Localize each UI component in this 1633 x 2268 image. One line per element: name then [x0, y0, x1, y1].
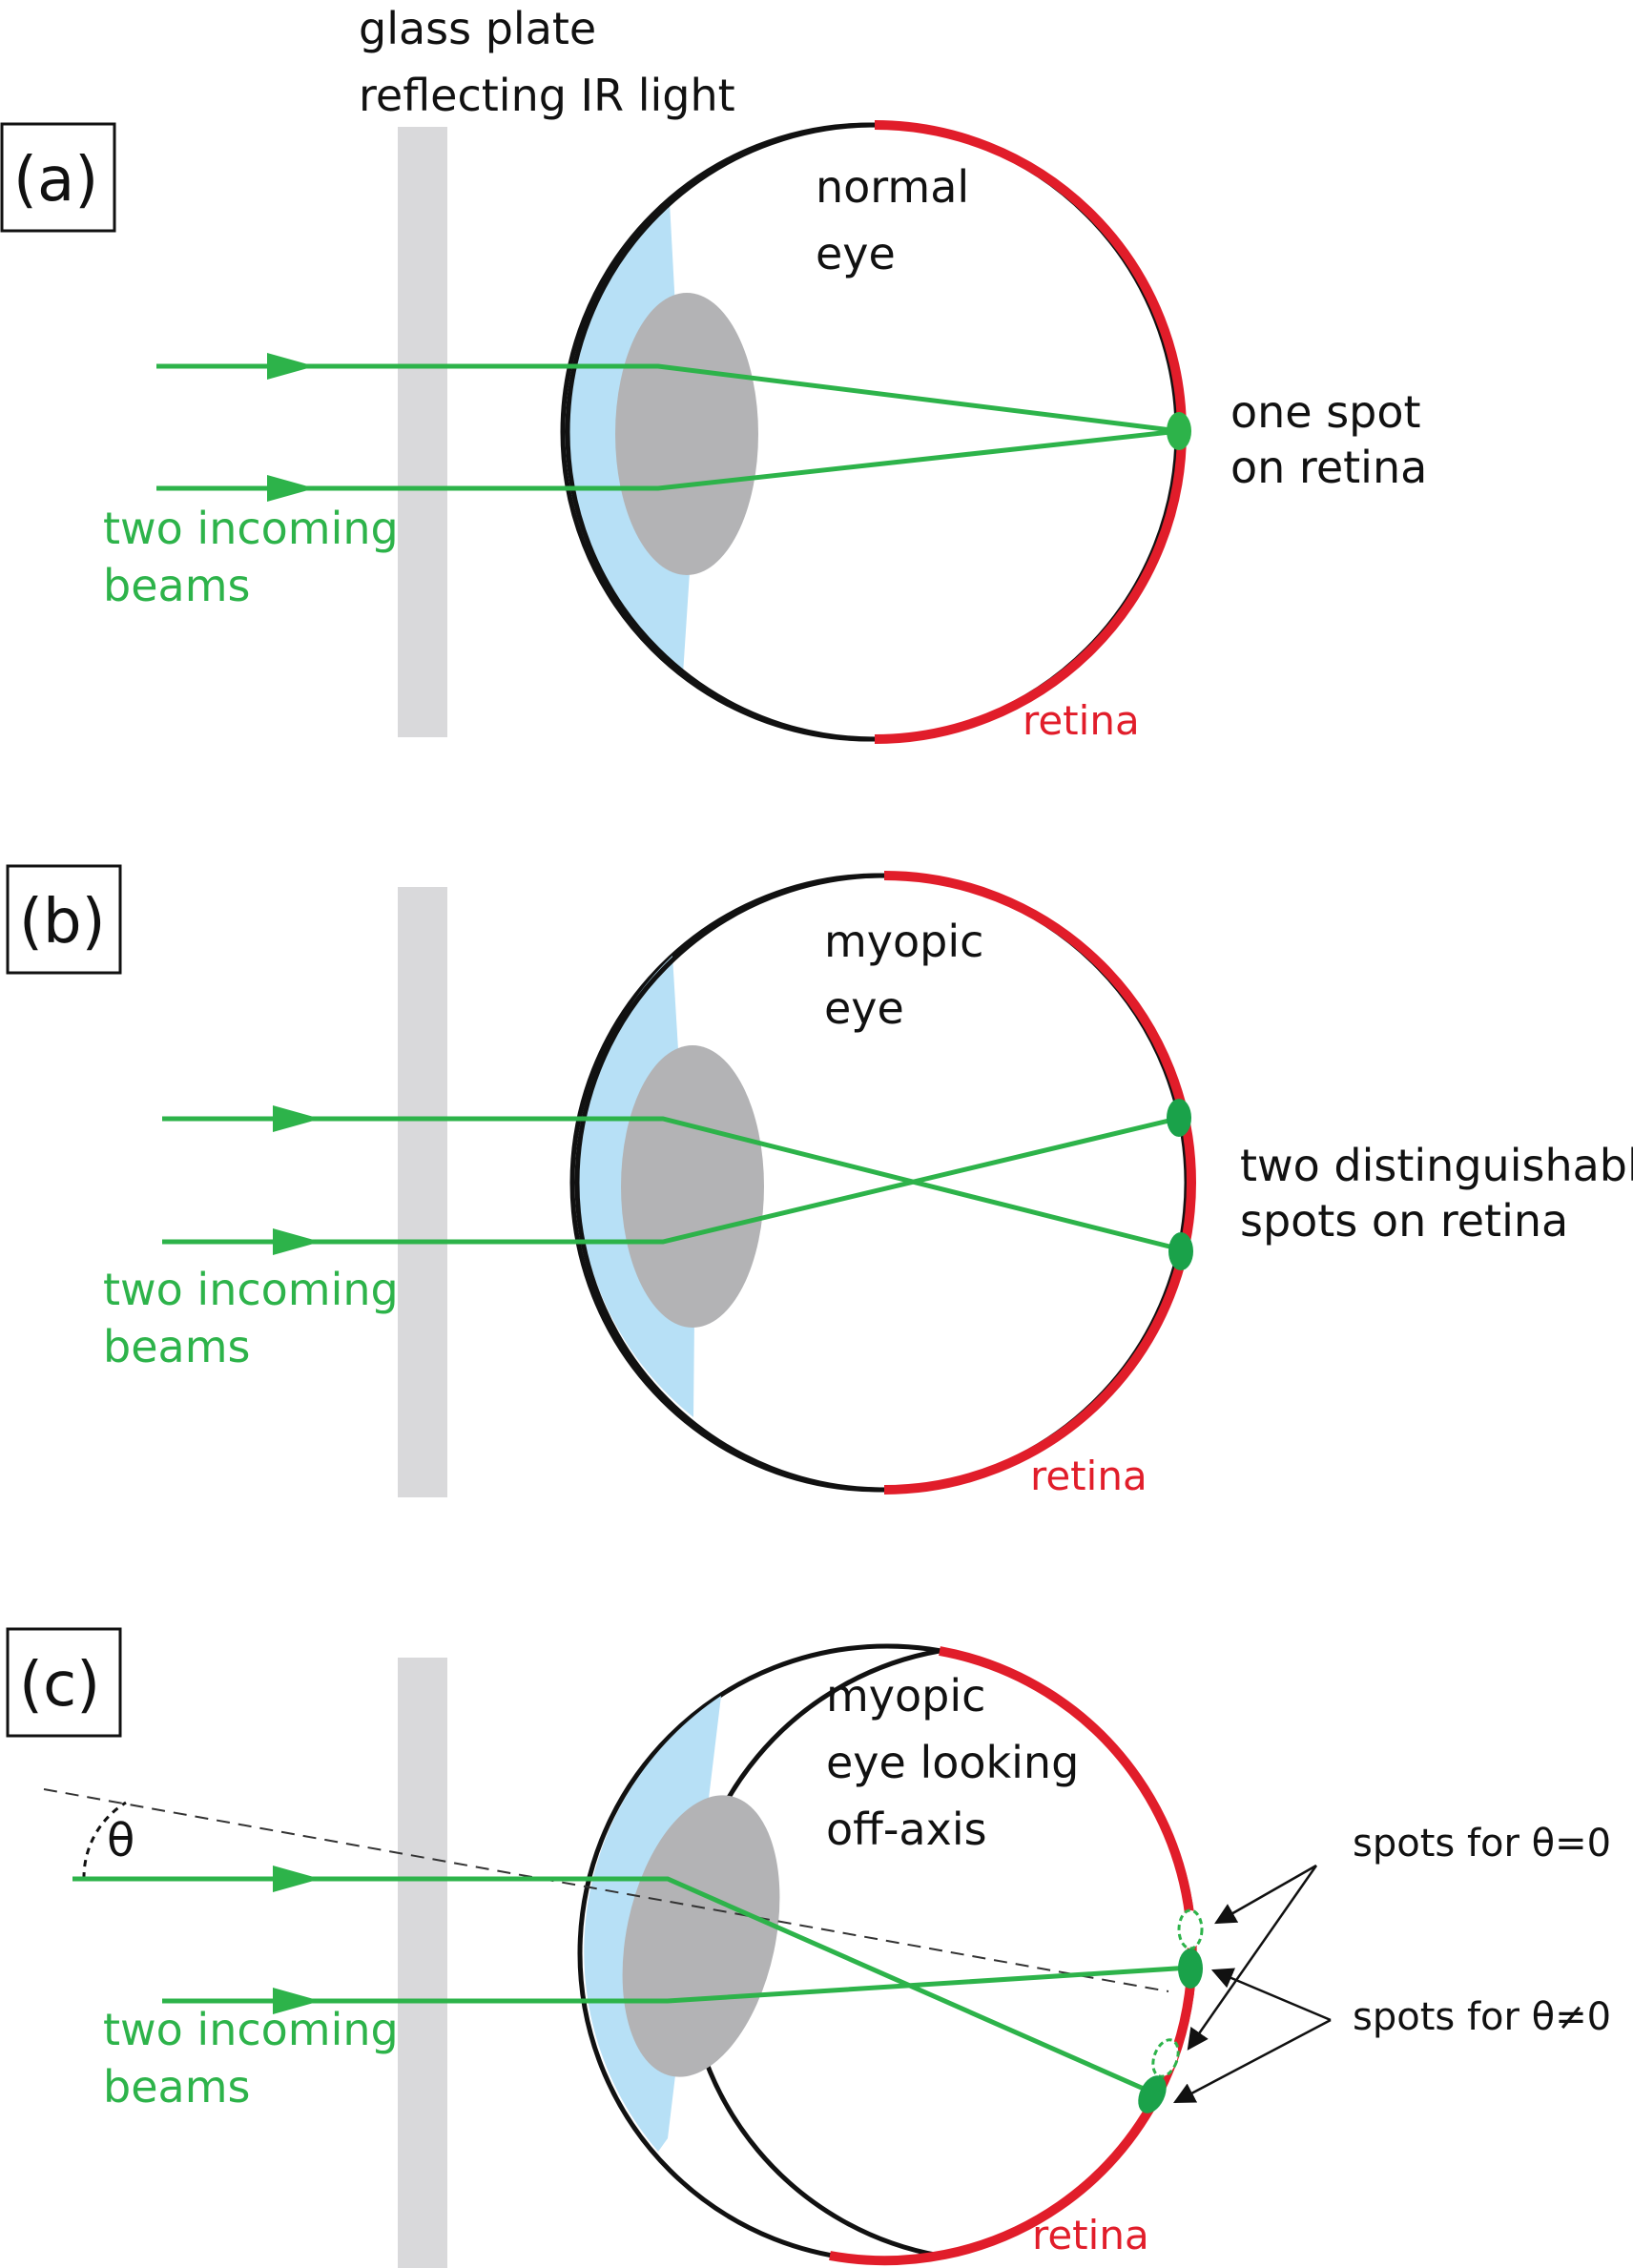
lens [615, 293, 758, 575]
panel-a: (a) normal eye one spot on retina two in… [0, 120, 1427, 744]
spot-label: on retina [1230, 442, 1427, 493]
glass-plate [398, 887, 447, 1497]
eye-label: off-axis [826, 1804, 987, 1855]
panel-c: (c) θ myopic ey [6, 1627, 1611, 2268]
spots-nonzero-label: spots for θ≠0 [1353, 1995, 1611, 2039]
eye-label: eye looking [826, 1737, 1079, 1788]
glass-plate [398, 1658, 447, 2268]
focus-spot [1167, 412, 1191, 450]
focus-spot [1167, 1099, 1191, 1137]
beam-label: two incoming [103, 1264, 399, 1315]
focus-spot [1138, 2075, 1167, 2113]
beam-arrowhead [273, 1988, 320, 2014]
retina [829, 1646, 1197, 2266]
beam-arrowhead [267, 475, 315, 502]
beam-arrowhead [273, 1866, 320, 1892]
focus-spot [1168, 1232, 1193, 1270]
panel-tag-box [0, 122, 116, 233]
beam-label: two incoming [103, 503, 399, 554]
beam-arrowhead [273, 1228, 320, 1255]
spot-label: two distinguishable [1240, 1140, 1633, 1191]
beam-paths [72, 1876, 1191, 2095]
beam-label: beams [103, 1321, 250, 1372]
beam-paths [162, 1115, 1182, 1252]
eyeball-outline-front [565, 122, 876, 742]
glass-plate [398, 127, 447, 737]
panel-tag-box [6, 1627, 122, 1738]
retina-label: retina [1030, 1453, 1147, 1499]
beam-paths [156, 363, 1180, 491]
lens [621, 1045, 764, 1328]
eye-label: myopic [824, 916, 983, 967]
eye-label: eye [816, 228, 896, 279]
eyeball-outline-front [574, 873, 885, 1493]
retina-label: retina [1023, 697, 1140, 744]
off-axis-line [43, 1788, 1169, 1992]
beam-label: two incoming [103, 2004, 399, 2055]
spots-zero-label: spots for θ=0 [1353, 1822, 1611, 1866]
lens [622, 1795, 780, 2077]
ghost-spot [1177, 1908, 1204, 1950]
retina [883, 871, 1196, 1495]
angle-arc [82, 1801, 127, 1880]
retina-label: retina [1032, 2212, 1149, 2258]
panel-tag: (c) [19, 1650, 100, 1721]
focus-spot [1178, 1948, 1203, 1989]
panel-b: (b) myopic eye two distinguishable spots… [6, 864, 1633, 1499]
beam-label: beams [103, 560, 250, 611]
panel-tag: (b) [19, 887, 106, 958]
annotation-arrows [1173, 1864, 1332, 2104]
beam-arrowhead [267, 353, 315, 380]
beam-arrowhead [273, 1105, 320, 1132]
eye-label: normal [816, 161, 969, 213]
angle-theta-label: θ [107, 1814, 134, 1867]
plate-label-line-1: glass plate [359, 3, 596, 54]
eye-label: myopic [826, 1670, 985, 1722]
spot-label: spots on retina [1240, 1195, 1568, 1247]
plate-label-line-2: reflecting IR light [359, 70, 735, 121]
panel-tag: (a) [13, 145, 98, 216]
beam-label: beams [103, 2061, 250, 2113]
eye-label: eye [824, 982, 904, 1034]
panel-tag-box [6, 864, 122, 975]
glass-plate-label: glass plate reflecting IR light [359, 3, 735, 121]
spot-label: one spot [1230, 386, 1421, 438]
